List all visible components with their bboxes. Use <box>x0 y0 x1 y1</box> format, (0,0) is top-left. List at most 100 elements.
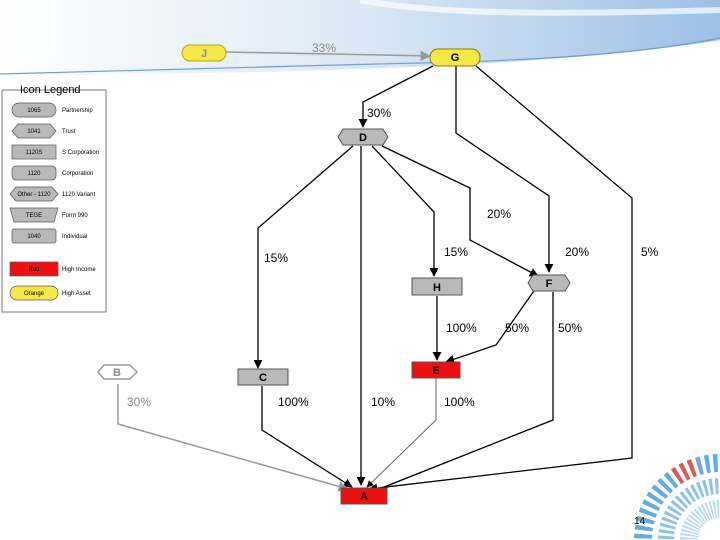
label-d-20: 20% <box>487 207 511 221</box>
logo-segment <box>695 456 704 475</box>
label-d-f: 15% <box>444 245 468 259</box>
svg-text:1041: 1041 <box>27 129 41 135</box>
legend-item-trust: 1041 Trust <box>11 123 76 139</box>
edge-f-a <box>368 292 554 495</box>
icon-legend: Icon Legend 1065 Partnership 1041 Trust … <box>1 84 107 313</box>
node-c[interactable]: C <box>237 368 289 386</box>
label-b-a: 30% <box>127 395 151 409</box>
legend-item-1120-variant: Other - 1120 1120 Variant <box>9 186 95 202</box>
legend-item-corporation: 1120 Corporation <box>11 165 93 181</box>
node-d[interactable]: D <box>337 128 389 146</box>
logo-segment <box>686 459 698 478</box>
edge-g-d <box>358 65 434 128</box>
legend-item-partnership: 1065 Partnership <box>11 102 93 118</box>
logo-segment <box>659 522 676 530</box>
node-e[interactable]: E <box>411 361 461 379</box>
svg-text:1065: 1065 <box>27 108 41 114</box>
logo-segment <box>658 528 675 535</box>
logo-segment <box>636 515 655 525</box>
svg-text:High Income: High Income <box>62 267 96 273</box>
logo-segment <box>695 481 705 498</box>
node-j[interactable]: J <box>181 44 227 62</box>
edge-d-c <box>253 145 354 369</box>
svg-text:1120 Variant: 1120 Variant <box>62 192 95 198</box>
logo-segment <box>646 491 664 505</box>
node-g[interactable]: G <box>429 48 481 67</box>
logo-segment <box>670 499 685 513</box>
logo-segment <box>712 454 718 473</box>
legend-item-s-corporation: 1120S S Corporation <box>11 144 99 160</box>
edge-g-f <box>455 66 554 273</box>
node-c-label: C <box>259 372 267 384</box>
node-b[interactable]: B <box>97 364 139 380</box>
edges <box>117 50 633 495</box>
nodes: J G D H F B C <box>97 44 571 505</box>
logo-segment <box>663 510 680 521</box>
logo-segment <box>690 484 701 500</box>
label-g-a: 5% <box>641 245 659 259</box>
edge-c-a <box>261 386 353 488</box>
label-d-a: 10% <box>371 395 395 409</box>
svg-text:S Corporation: S Corporation <box>62 150 99 156</box>
node-a[interactable]: A <box>340 487 388 505</box>
svg-text:Individual: Individual <box>62 234 87 240</box>
logo-segment <box>702 479 710 496</box>
logo-segment <box>679 490 692 506</box>
edge-e-a <box>366 378 437 488</box>
header-decoration <box>0 0 720 78</box>
logo-segment <box>666 505 682 517</box>
logo-segment <box>634 524 654 532</box>
node-d-label: D <box>359 132 367 144</box>
svg-text:Form 990: Form 990 <box>62 213 88 219</box>
svg-text:Trust: Trust <box>62 129 76 135</box>
edge-j-g <box>225 50 432 62</box>
svg-text:1120: 1120 <box>28 171 42 177</box>
logo-segment <box>663 471 679 489</box>
logo-segment <box>674 495 689 509</box>
svg-text:1040: 1040 <box>27 234 41 240</box>
logo-segment <box>638 507 658 518</box>
legend-item-individual: 1040 Individual <box>11 228 87 244</box>
node-e-label: E <box>432 365 439 377</box>
logo-segment <box>683 521 701 531</box>
node-h[interactable]: H <box>411 277 463 296</box>
logo-segment <box>680 537 699 540</box>
svg-text:Orange: Orange <box>24 291 45 297</box>
svg-text:TEGE: TEGE <box>26 213 42 219</box>
node-h-label: H <box>433 282 441 294</box>
logo-segment <box>684 487 696 503</box>
legend-item-form-990: TEGE Form 990 <box>9 207 88 223</box>
edge-f-e <box>445 287 537 364</box>
logo-segment <box>716 500 720 519</box>
svg-text:Red: Red <box>28 267 39 273</box>
svg-text:Corporation: Corporation <box>62 171 93 177</box>
logo-segment <box>693 508 707 524</box>
logo-segment <box>678 462 691 481</box>
logo-segment <box>682 524 700 533</box>
node-b-label: B <box>113 367 121 379</box>
label-j-g: 33% <box>312 41 336 55</box>
node-f[interactable]: F <box>527 274 571 292</box>
label-h-e: 100% <box>446 321 477 335</box>
label-c-a: 100% <box>278 395 309 409</box>
edge-d-h <box>371 145 439 277</box>
edge-g-a <box>368 65 633 493</box>
edge-d-f <box>381 145 539 277</box>
edge-labels: 33% 30% 20% 15% 15% 20% 5% 100% 50% 50% … <box>127 41 659 409</box>
label-e-a: 100% <box>444 395 475 409</box>
svg-text:High Asset: High Asset <box>62 291 91 297</box>
logo-segment <box>712 500 718 519</box>
legend-title: Icon Legend <box>20 84 81 96</box>
svg-text:Partnership: Partnership <box>62 108 93 114</box>
logo-segment <box>670 466 685 485</box>
logo-segment <box>685 517 702 529</box>
legend-item-high-asset: Orange High Asset <box>9 285 91 301</box>
node-a-label: A <box>360 491 368 503</box>
logo-segment <box>651 484 669 499</box>
logo-segment <box>680 532 699 538</box>
logo-segment <box>658 535 675 540</box>
logo-segment <box>681 528 699 535</box>
label-f-e: 50% <box>505 321 529 335</box>
edge-b-a <box>117 384 350 492</box>
